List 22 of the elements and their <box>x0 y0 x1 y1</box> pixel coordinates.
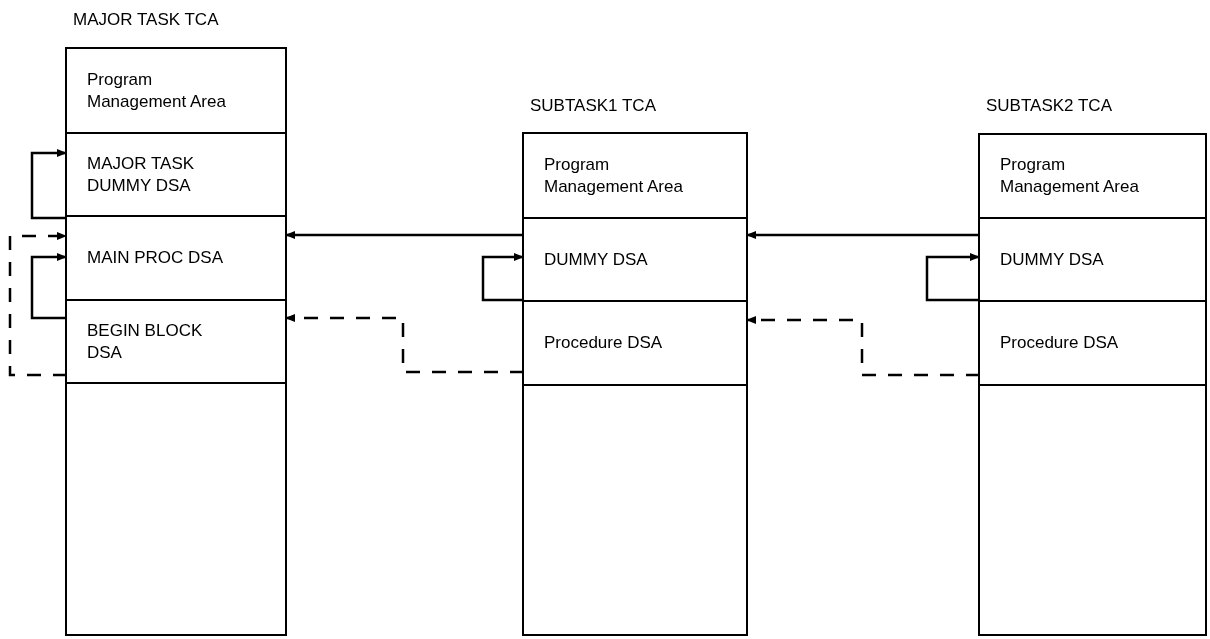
area-label: DUMMY DSA <box>1000 248 1104 271</box>
area-label: Procedure DSA <box>544 332 663 354</box>
area-label: Program Management Area <box>1000 154 1140 198</box>
area-label: MAIN PROC DSA <box>87 247 224 269</box>
arrow <box>746 231 980 239</box>
area-label: BEGIN BLOCK DSA <box>87 319 204 364</box>
area-label: Program Management Area <box>87 68 227 113</box>
area-label: DUMMY DSA <box>544 248 648 271</box>
dashed-arrow <box>285 314 524 374</box>
area-label: Program Management Area <box>544 153 684 198</box>
column-heading: MAJOR TASK TCA <box>73 10 219 30</box>
arrow <box>285 231 524 239</box>
dashed-arrow <box>8 232 67 377</box>
dashed-arrow <box>746 316 980 377</box>
area-label: Procedure DSA <box>1000 332 1119 354</box>
column-heading: SUBTASK2 TCA <box>986 96 1112 116</box>
arrow <box>30 253 67 320</box>
arrow <box>30 149 67 220</box>
area-label: MAJOR TASK DUMMY DSA <box>87 152 196 197</box>
arrow <box>925 253 980 302</box>
arrow <box>481 253 524 302</box>
column-heading: SUBTASK1 TCA <box>530 96 656 116</box>
